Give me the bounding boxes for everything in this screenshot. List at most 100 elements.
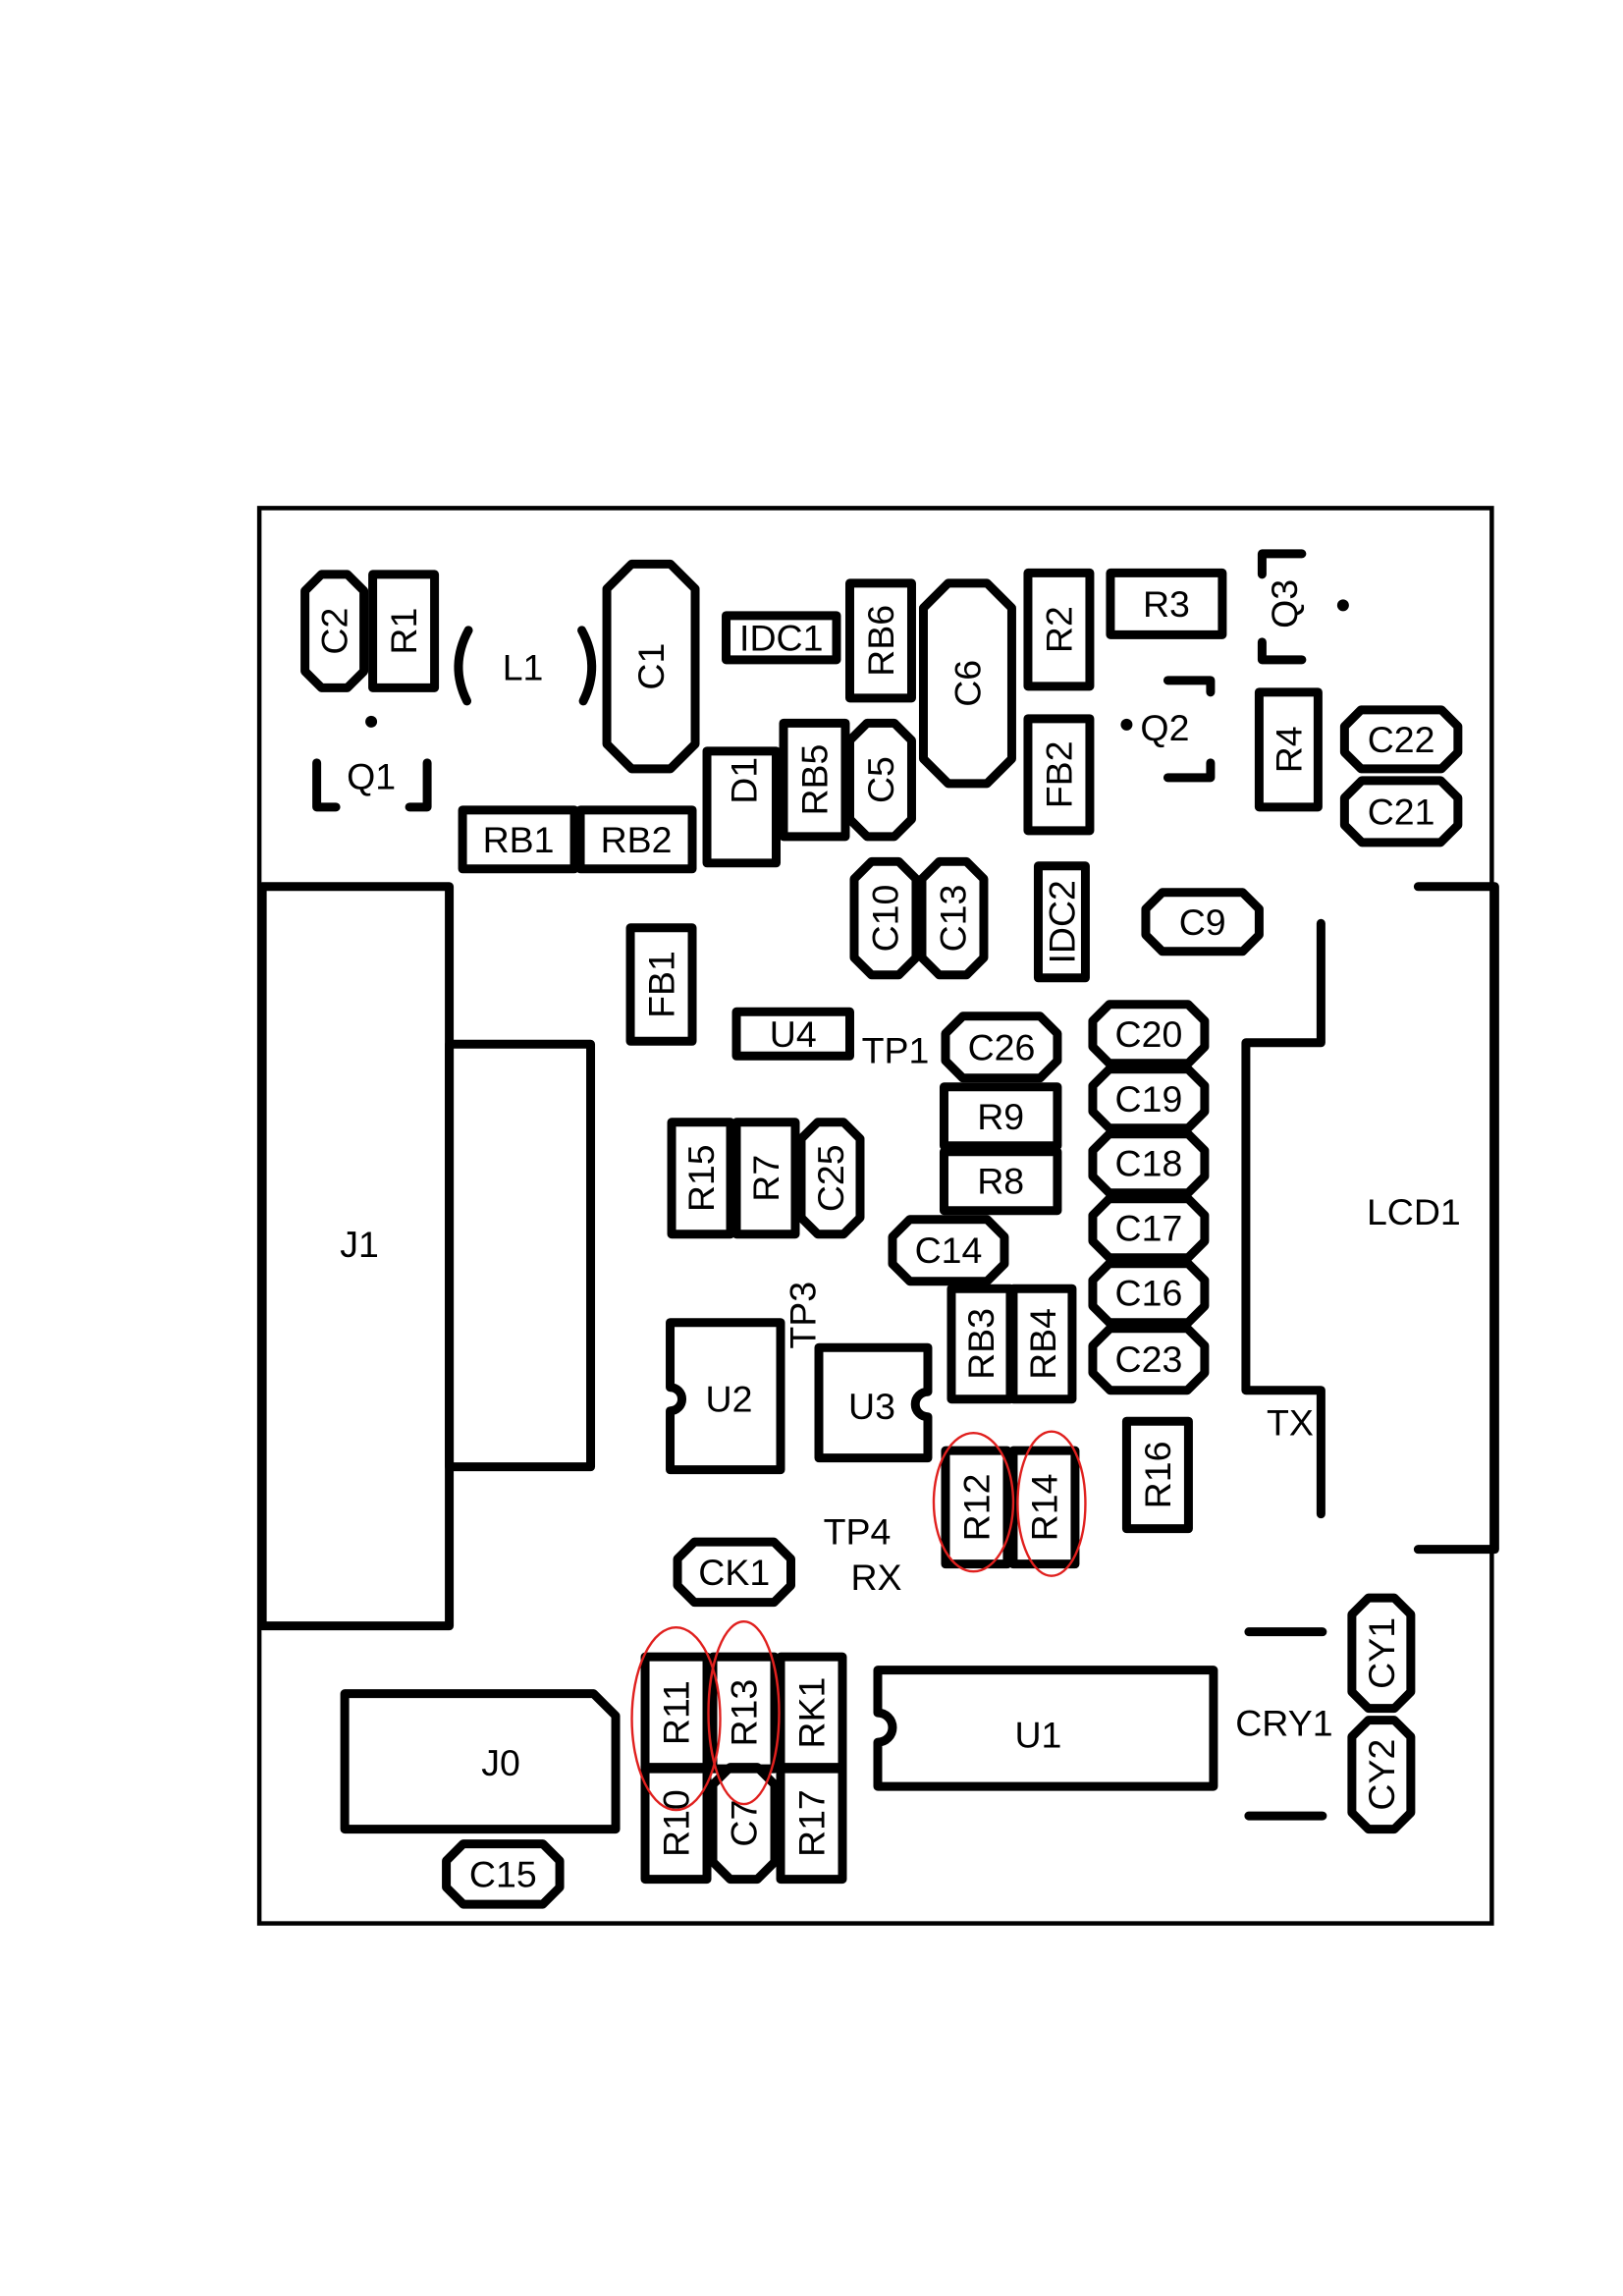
component-cy2: CY2 [1347,1716,1416,1834]
component-label: CY2 [1361,1739,1402,1811]
component-outline [731,1118,800,1239]
component-outline [939,1082,1062,1151]
component-rb6: RB6 [844,578,916,703]
component-label: TP3 [783,1282,824,1349]
component-label: RB4 [1022,1308,1063,1380]
component-u3: U3 [848,1386,895,1427]
component-outline [1121,1416,1193,1534]
component-outline [1254,687,1323,812]
component-label: D1 [724,757,765,804]
component-fb1: FB1 [625,923,697,1046]
component-outline [1088,1259,1210,1328]
component-outline [673,1537,796,1608]
component-r16: R16 [1121,1416,1193,1534]
component-r12: R12 [941,1446,1012,1569]
component-lcd1: LCD1 [1367,1191,1461,1232]
component-label: U1 [1014,1715,1061,1756]
component-label: R15 [680,1144,722,1212]
component-label: Q2 [1140,707,1189,748]
component-c14: C14 [888,1215,1009,1286]
component-rb4: RB4 [1008,1284,1077,1404]
component-label: R13 [724,1679,765,1747]
component-outline [918,578,1016,789]
component-label: R7 [745,1155,786,1202]
component-outline [602,559,700,774]
component-label: R11 [656,1680,697,1745]
component-label: Q3 [1264,579,1305,629]
component-label: TP1 [862,1029,930,1070]
component-label: R10 [656,1789,697,1857]
component-label: C7 [724,1800,765,1847]
component-tp1: TP1 [862,1029,930,1070]
component-outline [708,1763,780,1885]
component-label: J1 [340,1224,379,1265]
component-label: R17 [790,1789,832,1857]
component-c9: C9 [1141,888,1264,957]
component-c18: C18 [1088,1129,1210,1198]
component-outline [1347,1716,1416,1834]
component-r14: R14 [1008,1446,1080,1569]
component-tp4: TP4 [824,1511,892,1553]
component-c10: C10 [849,856,921,980]
component-label: R14 [1023,1474,1064,1542]
component-rk1: RK1 [776,1652,847,1774]
component-label: R1 [383,608,424,655]
component-q1: Q1 [347,755,396,796]
component-outline [458,805,579,874]
component-label: CY1 [1361,1617,1402,1689]
component-outline [1088,1129,1210,1198]
component-outline [1088,1324,1210,1395]
component-outline [731,1007,854,1061]
component-j1: J1 [340,1224,379,1265]
component-r8: R8 [939,1147,1062,1216]
component-outline [300,570,369,692]
component-label: C5 [860,756,901,803]
component-label: R8 [977,1161,1024,1202]
component-outline [796,1118,865,1239]
component-c17: C17 [1088,1194,1210,1263]
component-label: RX [850,1557,901,1598]
component-outline [941,1011,1062,1083]
component-idc1: IDC1 [722,611,841,665]
component-d1: D1 [702,746,782,868]
component-outline [776,1763,847,1885]
component-outline [1339,776,1463,847]
highlight-ellipse-r11 [630,1625,722,1812]
component-c19: C19 [1088,1065,1210,1133]
component-r3: R3 [1106,568,1227,639]
component-label: IDC2 [1041,880,1082,963]
component-cy1: CY1 [1347,1593,1416,1714]
component-label: R16 [1137,1442,1178,1509]
component-label: C19 [1115,1078,1183,1120]
component-r13: R13 [708,1652,780,1774]
component-label: R9 [977,1096,1024,1137]
component-rb3: RB3 [947,1284,1015,1404]
component-outline [849,856,921,980]
component-outline [575,805,697,874]
component-label: C23 [1115,1339,1183,1380]
highlight-ellipse-r13 [707,1619,781,1806]
component-c16: C16 [1088,1259,1210,1328]
component-label: U2 [706,1379,753,1420]
component-label: C16 [1115,1273,1183,1314]
component-rb2: RB2 [575,805,697,874]
component-c13: C13 [917,856,989,980]
component-outline [1141,888,1264,957]
component-label: RB6 [860,605,901,677]
component-r15: R15 [667,1118,735,1239]
component-label: C13 [932,885,973,953]
component-label: TX [1267,1402,1314,1444]
component-label: C2 [314,608,355,655]
component-label: C14 [915,1230,983,1271]
component-outline [1106,568,1227,639]
component-label: R4 [1268,726,1309,773]
component-outline [722,611,841,665]
component-label: J0 [481,1742,520,1783]
component-label: IDC1 [739,617,823,658]
component-outline [939,1147,1062,1216]
component-q2: Q2 [1140,707,1189,748]
component-u4: U4 [731,1007,854,1061]
component-label: C9 [1179,902,1226,943]
component-fb2: FB2 [1023,714,1095,836]
component-label: C18 [1115,1143,1183,1184]
